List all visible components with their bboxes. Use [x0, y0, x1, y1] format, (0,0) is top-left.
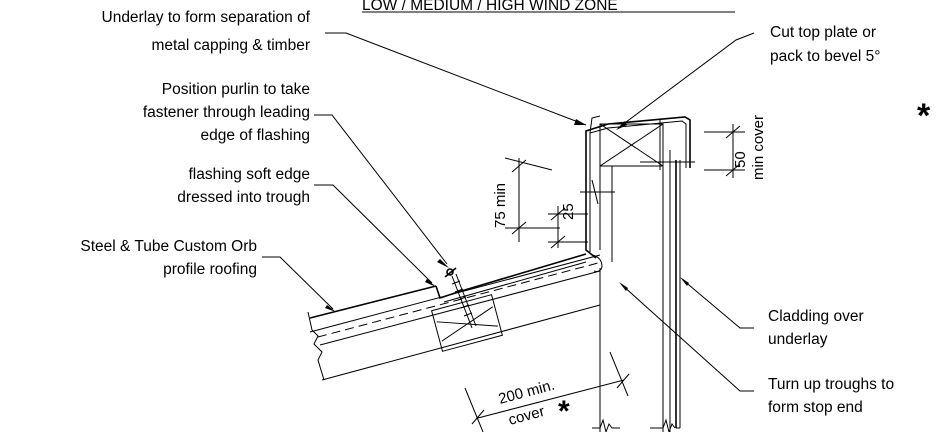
leader-lines — [262, 32, 755, 392]
label-roofing-1: Steel & Tube Custom Orb — [80, 238, 257, 255]
dimension-75-min: 75 min — [492, 157, 560, 242]
svg-text:200 min.: 200 min. — [497, 377, 557, 408]
label-top-plate-1: Cut top plate or — [770, 24, 876, 41]
svg-text:25: 25 — [560, 203, 577, 220]
asterisk-cover: * — [558, 395, 570, 428]
roofing — [307, 253, 603, 381]
dimension-50-min-cover: 50 min cover — [704, 115, 767, 180]
label-cladding-1: Cladding over — [768, 308, 864, 325]
label-top-plate-2: pack to bevel 5° — [770, 48, 880, 65]
label-purlin-2: fastener through leading — [143, 104, 310, 121]
label-turn-up-1: Turn up troughs to — [768, 376, 894, 393]
label-soft-edge-2: dressed into trough — [177, 189, 310, 206]
svg-text:75 min: 75 min — [492, 183, 509, 228]
label-underlay-1: Underlay to form separation of — [102, 9, 311, 26]
label-turn-up-2: form stop end — [768, 399, 863, 416]
dimension-200-min-cover: 200 min. cover * — [464, 351, 630, 432]
roof-screw — [444, 267, 477, 329]
svg-text:min cover: min cover — [750, 115, 767, 180]
label-soft-edge-1: flashing soft edge — [188, 166, 310, 183]
asterisk-note: * — [917, 97, 931, 135]
metal-capping — [580, 115, 695, 259]
parapet-wall — [592, 123, 681, 432]
label-purlin-3: edge of flashing — [201, 127, 310, 144]
label-cladding-2: underlay — [768, 331, 828, 348]
title: LOW / MEDIUM / HIGH WIND ZONE — [362, 0, 618, 14]
label-underlay-2: metal capping & timber — [151, 37, 310, 54]
label-roofing-2: profile roofing — [163, 261, 257, 278]
dimension-25: 25 — [548, 203, 588, 249]
svg-text:cover: cover — [507, 403, 547, 429]
label-purlin-1: Position purlin to take — [162, 81, 310, 98]
svg-text:50: 50 — [732, 151, 749, 168]
